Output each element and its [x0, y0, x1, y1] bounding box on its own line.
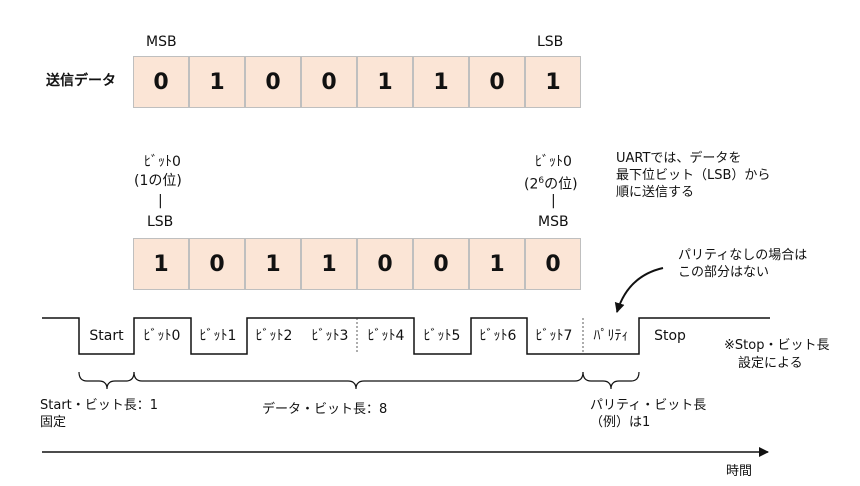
msb-label: MSB [146, 34, 177, 50]
uart-waveform [42, 317, 770, 355]
lsb-bottom-label: LSB [147, 214, 174, 230]
top-bit-cell: 1 [189, 56, 245, 108]
bottom-bit-cell: 1 [301, 238, 357, 290]
segment-bit2: ﾋﾞｯﾄ2 [255, 328, 293, 344]
segment-parity: ﾊﾟﾘﾃｨ [593, 328, 629, 344]
msb-weight-suffix: の位) [544, 176, 578, 193]
bottom-bit-cell: 1 [469, 238, 525, 290]
msb-weight-prefix: (2 [524, 176, 539, 193]
bottom-bit-cell: 0 [525, 238, 581, 290]
bottom-bit-cell: 0 [413, 238, 469, 290]
segment-bit5: ﾋﾞｯﾄ5 [423, 328, 461, 344]
segment-bit0: ﾋﾞｯﾄ0 [143, 328, 181, 344]
segment-bit7: ﾋﾞｯﾄ7 [535, 328, 573, 344]
parity-note-line: パリティなしの場合は [678, 248, 808, 263]
stop-bit-note: ※Stop・ビット長 設定による [724, 337, 829, 373]
parity-bit-length-label: パリティ・ビット長 （例）は1 [590, 397, 706, 431]
top-bit-cell: 0 [245, 56, 301, 108]
bottom-bit-cell: 1 [133, 238, 189, 290]
msb-bottom-label: MSB [538, 214, 569, 230]
top-bit-cell: 1 [413, 56, 469, 108]
lsb-connector: | [158, 193, 163, 209]
segment-stop: Stop [654, 328, 686, 344]
data-brace [133, 371, 584, 390]
start-length-line: Start・ビット長：1 [40, 398, 159, 413]
top-bit-cell: 1 [357, 56, 413, 108]
msb-bit0-label: ﾋﾞｯﾄ0 [535, 154, 572, 170]
bottom-bit-cell: 0 [357, 238, 413, 290]
lsb-bit0-label: ﾋﾞｯﾄ0 [144, 154, 181, 170]
top-bit-cell: 1 [525, 56, 581, 108]
segment-bit4: ﾋﾞｯﾄ4 [367, 328, 405, 344]
uart-note-line: 順に送信する [616, 185, 695, 200]
segment-start: Start [89, 328, 124, 344]
parity-note: パリティなしの場合は この部分はない [678, 247, 807, 281]
start-length-line: 固定 [40, 415, 67, 430]
data-bit-length-label: データ・ビット長：8 [262, 402, 388, 417]
segment-bit1: ﾋﾞｯﾄ1 [199, 328, 237, 344]
stop-note-line: 設定による [738, 356, 803, 371]
uart-note: UARTでは、データを 最下位ビット（LSB）から 順に送信する [616, 150, 770, 201]
parity-length-line: パリティ・ビット長 [590, 398, 707, 413]
top-bit-cell: 0 [133, 56, 189, 108]
lsb-weight-label: (1の位) [134, 173, 182, 189]
start-brace [78, 371, 135, 390]
top-bit-cell: 0 [301, 56, 357, 108]
uart-note-line: UARTでは、データを [616, 151, 742, 166]
time-axis-label: 時間 [726, 464, 753, 479]
lsb-label: LSB [537, 34, 564, 50]
parity-length-line: （例）は1 [590, 415, 651, 430]
segment-bit6: ﾋﾞｯﾄ6 [479, 328, 517, 344]
uart-note-line: 最下位ビット（LSB）から [616, 168, 771, 183]
bottom-bit-cell: 1 [245, 238, 301, 290]
parity-brace [582, 371, 640, 390]
send-data-label: 送信データ [46, 73, 116, 89]
top-bit-cell: 0 [469, 56, 525, 108]
msb-weight-label: (26の位) [524, 172, 578, 194]
bottom-bit-cell: 0 [189, 238, 245, 290]
stop-note-line: ※Stop・ビット長 [724, 338, 830, 353]
msb-connector: | [551, 193, 556, 209]
segment-bit3: ﾋﾞｯﾄ3 [311, 328, 349, 344]
parity-note-line: この部分はない [678, 265, 770, 280]
msb-weight-exponent: 6 [538, 176, 545, 186]
parity-note-arrow [614, 267, 664, 313]
start-bit-length-label: Start・ビット長：1 固定 [40, 397, 158, 431]
